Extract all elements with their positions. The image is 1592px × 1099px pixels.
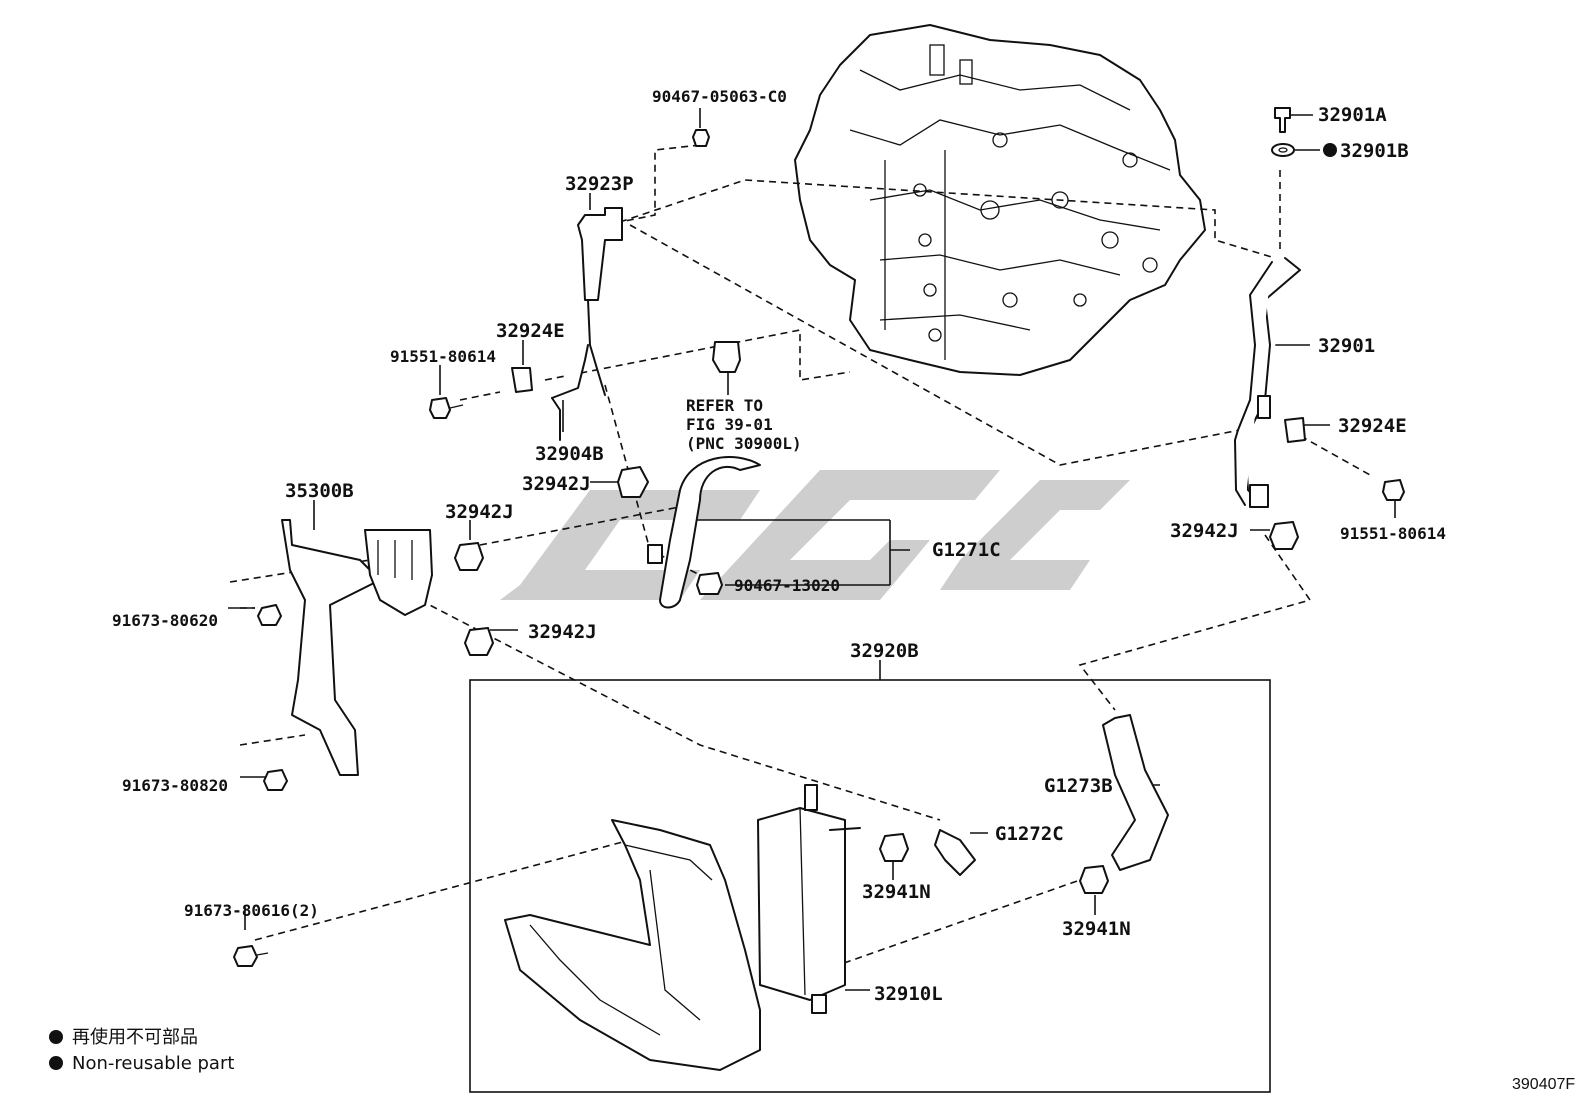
label-91673-80620: 91673-80620 xyxy=(112,611,218,630)
label-G1272C: G1272C xyxy=(995,823,1064,845)
label-32924E-right: 32924E xyxy=(1338,415,1407,437)
label-G1273B: G1273B xyxy=(1044,775,1113,797)
label-32942J-c: 32942J xyxy=(528,621,597,643)
clip-90467-13020[interactable] xyxy=(696,572,723,595)
label-32923P: 32923P xyxy=(565,173,634,195)
bolt-32901A[interactable] xyxy=(1274,107,1291,133)
clamp-32942J-d[interactable] xyxy=(1269,521,1299,550)
clip-32924E-right[interactable] xyxy=(1284,417,1306,443)
air-duct[interactable] xyxy=(504,819,761,1071)
bolt-91673-80820[interactable] xyxy=(263,769,288,791)
pipe-32901[interactable] xyxy=(1234,257,1301,508)
label-32941N-a: 32941N xyxy=(862,881,931,903)
note-refer-line1: REFER TO xyxy=(686,396,763,415)
label-35300B: 35300B xyxy=(285,480,354,502)
label-32942J-a: 32942J xyxy=(522,473,591,495)
clamp-32941N-a[interactable] xyxy=(879,833,909,862)
solid-leaders xyxy=(228,108,1396,991)
note-refer-line3: (PNC 30900L) xyxy=(686,434,802,453)
label-91673-80616: 91673-80616(2) xyxy=(184,901,319,920)
bracket-32923P[interactable] xyxy=(577,207,623,396)
leader-lines xyxy=(229,144,1371,976)
gasket-32901B[interactable] xyxy=(1271,143,1295,157)
label-32904B: 32904B xyxy=(535,443,604,465)
bracket-35300B[interactable] xyxy=(281,519,433,776)
cooler-group-box xyxy=(469,679,1271,1093)
non-reusable-marker xyxy=(1323,143,1337,157)
label-32942J-d: 32942J xyxy=(1170,520,1239,542)
union-connector[interactable] xyxy=(712,341,741,373)
bolt-91673-80616[interactable] xyxy=(233,945,269,967)
label-90467-13020: 90467-13020 xyxy=(734,576,840,595)
oil-cooler-32910L[interactable] xyxy=(757,784,861,1014)
hose-G1273B[interactable] xyxy=(1102,714,1169,871)
label-32941N-b: 32941N xyxy=(1062,918,1131,940)
label-32920B: 32920B xyxy=(850,640,919,662)
label-G1271C: G1271C xyxy=(932,539,1001,561)
bolt-91551-right[interactable] xyxy=(1382,479,1405,501)
bolt-91551-left[interactable] xyxy=(429,397,464,419)
clamp-32942J-c[interactable] xyxy=(464,627,494,656)
label-32901A: 32901A xyxy=(1318,104,1387,126)
clamp-32942J-b[interactable] xyxy=(454,542,484,571)
legend-text-japanese: 再使用不可部品 xyxy=(72,1027,198,1048)
legend: 再使用不可部品 Non-reusable part xyxy=(49,1027,234,1074)
note-refer-line2: FIG 39-01 xyxy=(686,415,773,434)
bolt-90467-05063[interactable] xyxy=(692,129,710,147)
transmission-assembly xyxy=(794,24,1206,376)
label-91673-80820: 91673-80820 xyxy=(122,776,228,795)
label-32942J-b: 32942J xyxy=(445,501,514,523)
label-91551-80614-right: 91551-80614 xyxy=(1340,524,1446,543)
legend-dot-1 xyxy=(49,1030,63,1044)
clamp-32941N-b[interactable] xyxy=(1079,865,1109,894)
clip-32924E-left[interactable] xyxy=(511,367,533,393)
label-91551-80614-left: 91551-80614 xyxy=(390,347,496,366)
label-32910L: 32910L xyxy=(874,983,943,1005)
hose-G1272C[interactable] xyxy=(934,829,976,876)
label-32924E-left: 32924E xyxy=(496,320,565,342)
label-32901: 32901 xyxy=(1318,335,1375,357)
label-90467-05063-C0: 90467-05063-C0 xyxy=(652,87,787,106)
figure-number: 390407F xyxy=(1512,1076,1575,1093)
label-32901B: 32901B xyxy=(1340,140,1409,162)
legend-dot-2 xyxy=(49,1056,63,1070)
hose-G1271C[interactable] xyxy=(647,456,761,609)
pipe-32904B[interactable] xyxy=(551,344,589,441)
bolt-91673-80620[interactable] xyxy=(257,604,282,626)
clamp-32942J-a[interactable] xyxy=(617,466,649,498)
legend-text-english: Non-reusable part xyxy=(72,1053,234,1074)
